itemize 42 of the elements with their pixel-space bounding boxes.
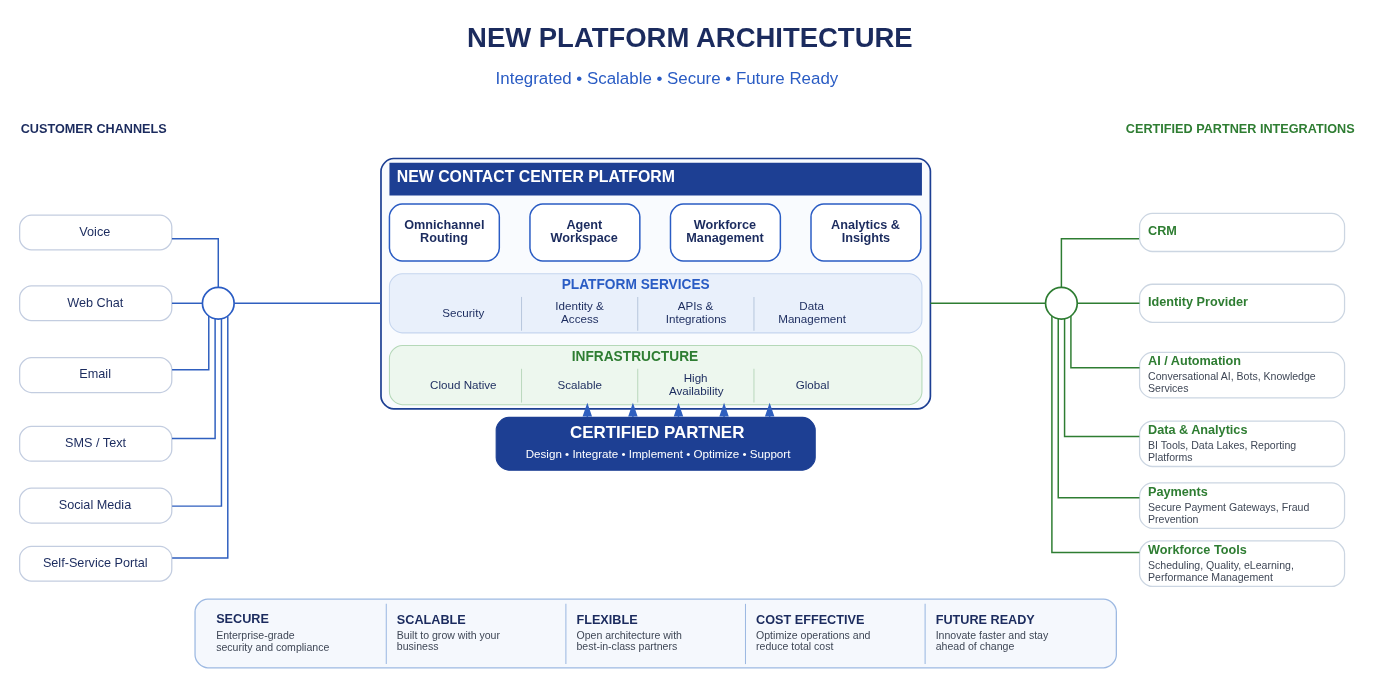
connector [171,318,223,507]
node-box: Analytics & Insights [810,203,922,262]
node-box: Agent Workspace [529,203,641,262]
node-circle [1044,286,1079,320]
node-box: Web Chat [19,285,173,322]
connector [1057,318,1141,499]
node-box: Email [19,357,173,394]
connector [171,315,210,371]
arrow [582,402,593,418]
arrow [673,402,684,418]
arrow [628,402,638,418]
connector [171,238,219,289]
node-box: AI / Automation Conversational AI, Bots, Knowledge Services [1138,351,1346,399]
connector [171,315,229,559]
label: CERTIFIED PARTNER INTEGRATIONS [1125,122,1355,137]
node-box: Omnichannel Routing [388,203,501,262]
node-box: Identity Provider [1138,283,1346,323]
connector [1070,315,1141,369]
connector [1076,302,1141,304]
node-box: Data & Analytics BI Tools, Data Lakes, Reporting Platforms [1138,420,1346,468]
connector [1060,238,1140,289]
connector [171,318,216,440]
node-box: Workforce Management [669,203,782,262]
node-box: Workforce Tools Scheduling, Quality, eLearning, Performance Management [1138,540,1346,588]
node-box: Payments Secure Payment Gateways, Fraud Prevention [1138,482,1346,529]
node-box: SMS / Text [19,425,173,462]
label: Integrated • Scalable • Secure • Future Ready [495,69,839,89]
diagram-title: NEW PLATFORM ARCHITECTURE [467,22,913,54]
node-box: Voice [19,214,173,251]
node-box: Self-Service Portal [19,545,173,582]
node-circle [201,286,235,320]
node-box: Social Media [19,487,173,524]
connector [1063,318,1141,438]
label: CUSTOMER CHANNELS [20,122,167,137]
connector [1051,315,1141,554]
connector [233,302,382,304]
arrow [764,402,775,418]
node-box: SECURE Enterprise-grade security and compliance SCALABLE Built to grow with your business FLEXIBLE Open architecture with best-in-class partners COST EFFECTIVE Optimize operations and reduce total cost FUTURE READY Innovate faster and stay ahead of change [194,598,1117,669]
connector [171,302,204,304]
connector [929,302,1046,304]
node-box: CRM [1138,212,1346,253]
arrow [719,402,729,418]
